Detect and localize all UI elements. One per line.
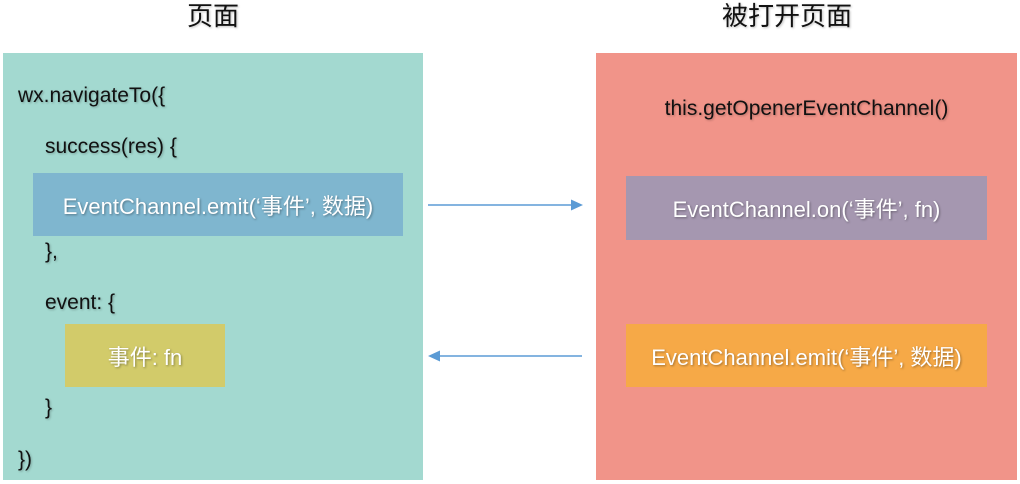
emit-event-box-opener: EventChannel.emit(‘事件’, 数据): [33, 173, 403, 236]
code-success: success(res) {: [45, 135, 177, 158]
emit-event-box-opened: EventChannel.emit(‘事件’, 数据): [626, 324, 987, 387]
arrow-left-head: [428, 350, 440, 362]
code-get-opener-event-channel: this.getOpenerEventChannel(): [664, 97, 949, 120]
opener-page-panel: [3, 53, 423, 480]
on-event-box: EventChannel.on(‘事件’, fn): [626, 176, 987, 240]
arrow-right-head: [571, 199, 583, 211]
code-event: event: {: [45, 291, 116, 314]
arrow-left-icon: [428, 350, 582, 362]
opened-page-panel: [596, 53, 1017, 480]
left-page-title: 页面: [186, 1, 239, 31]
code-close-success: },: [45, 240, 58, 263]
code-navigate-to: wx.navigateTo({: [18, 84, 166, 107]
code-close-all: }): [18, 448, 33, 471]
event-handler-box: 事件: fn: [65, 324, 225, 387]
right-page-title: 被打开页面: [721, 1, 852, 31]
code-close-event: }: [45, 396, 53, 419]
arrow-right-icon: [428, 199, 583, 211]
